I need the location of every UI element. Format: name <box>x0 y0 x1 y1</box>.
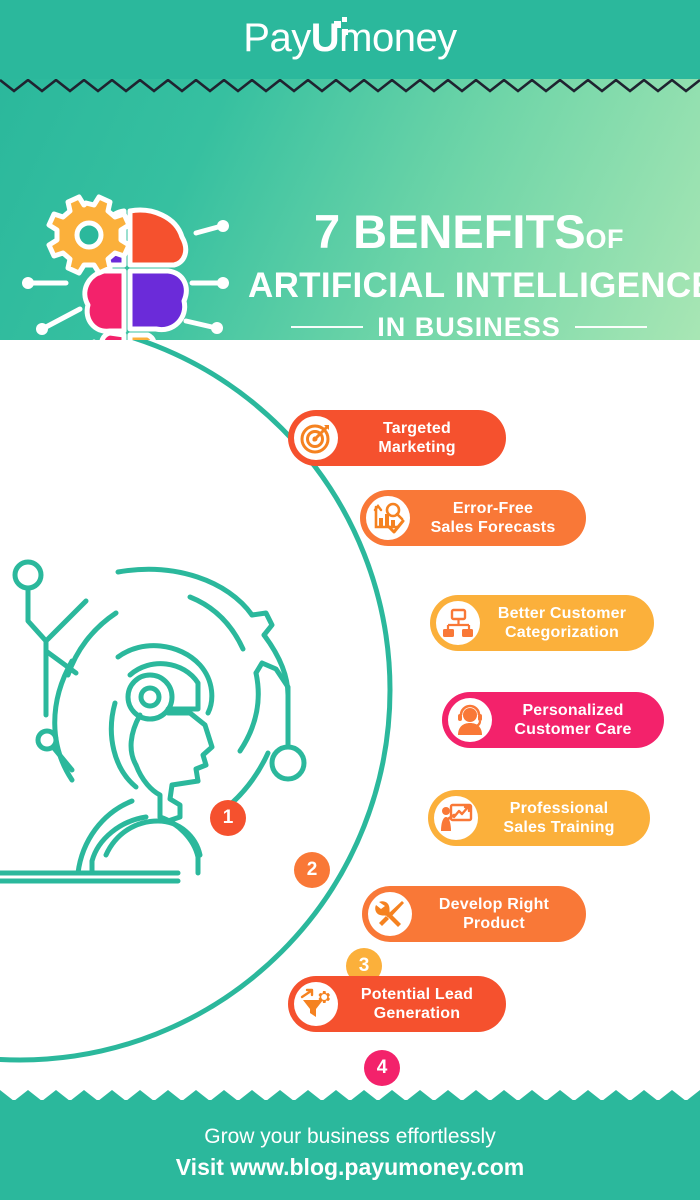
headset-agent-icon <box>448 698 492 742</box>
benefit-badge-4-number: 4 <box>376 1057 388 1078</box>
title-line-3: IN BUSINESS <box>248 308 690 340</box>
footer: Grow your business effortlessly Visit ww… <box>0 1090 700 1200</box>
benefit-badge-1-number: 1 <box>222 807 234 828</box>
header-band: 7 BENEFITSOF ARTIFICIAL INTELLIGENCE IN … <box>0 79 700 340</box>
footer-url[interactable]: Visit www.blog.payumoney.com <box>175 1154 525 1180</box>
title-rule-left <box>291 326 364 328</box>
benefit-pill-7[interactable]: Potential Lead Generation <box>288 976 506 1032</box>
chart-magnifier-check-icon <box>366 496 410 540</box>
title-benefits-text: 7 BENEFITS <box>313 205 586 258</box>
benefit-pill-6-label: Develop Right Product <box>438 896 550 932</box>
funnel-gear-icon <box>294 982 338 1026</box>
presentation-trainer-icon <box>434 796 478 840</box>
wrench-screwdriver-icon <box>368 892 412 936</box>
brain-lightbulb-icon <box>18 187 238 340</box>
benefit-pill-6[interactable]: Develop Right Product <box>362 886 586 942</box>
org-chart-icon <box>436 601 480 645</box>
benefit-badge-3-number: 3 <box>358 955 370 976</box>
footer-tagline: Grow your business effortlessly <box>204 1125 496 1148</box>
zigzag-divider-top-icon <box>0 79 700 93</box>
title-rule-right <box>574 326 647 328</box>
title-line-2: ARTIFICIAL INTELLIGENCE <box>248 266 700 305</box>
benefit-pill-7-label: Potential Lead Generation <box>360 986 474 1022</box>
header-title: 7 BENEFITSOF ARTIFICIAL INTELLIGENCE IN … <box>248 207 700 341</box>
benefit-pill-1[interactable]: Targeted Marketing <box>288 410 506 466</box>
circle-arc <box>0 340 393 1063</box>
logo-text-pay: Pay <box>243 16 311 60</box>
benefit-badge-1[interactable]: 1 <box>210 800 246 836</box>
benefit-pill-3[interactable]: Better Customer Categorization <box>430 595 654 651</box>
benefit-pill-5-label: Professional Sales Training <box>503 800 615 836</box>
ai-person-headset-line-icon <box>0 555 330 885</box>
benefit-pill-3-label: Better Customer Categorization <box>497 605 627 641</box>
logo-text-money: money <box>339 16 457 60</box>
benefit-badge-2-number: 2 <box>306 859 318 880</box>
benefit-pill-5[interactable]: Professional Sales Training <box>428 790 650 846</box>
title-line-1: 7 BENEFITSOF <box>248 207 690 264</box>
benefit-pill-2-label: Error-Free Sales Forecasts <box>430 500 556 536</box>
zigzag-divider-bottom-icon <box>0 1090 700 1101</box>
target-arrow-icon <box>294 416 338 460</box>
benefit-pill-2[interactable]: Error-Free Sales Forecasts <box>360 490 586 546</box>
benefit-pill-4[interactable]: Personalized Customer Care <box>442 692 664 748</box>
title-of-text: OF <box>585 224 625 254</box>
benefits-diagram: Targeted Marketing 1 Error-Free Sales Fo… <box>0 340 700 1176</box>
benefit-badge-4[interactable]: 4 <box>364 1050 400 1086</box>
title-in-business-text: IN BUSINESS <box>377 312 561 340</box>
benefit-badge-2[interactable]: 2 <box>294 852 330 888</box>
benefit-pill-4-label: Personalized Customer Care <box>514 702 632 738</box>
benefit-pill-1-label: Targeted Marketing <box>378 420 456 456</box>
